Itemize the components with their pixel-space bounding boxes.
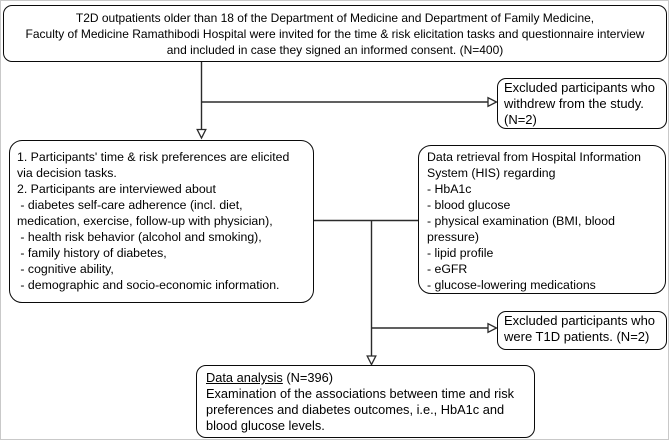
excluded-withdrew-box: Excluded participants who withdrew from … bbox=[497, 78, 667, 129]
data-analysis-heading: Data analysis (N=396) bbox=[206, 370, 526, 386]
data-analysis-text: Examination of the associations between … bbox=[206, 386, 515, 433]
excluded-t1d-box: Excluded participants who were T1D patie… bbox=[497, 311, 667, 350]
enrollment-box: T2D outpatients older than 18 of the Dep… bbox=[3, 5, 667, 62]
excluded-t1d-text: Excluded participants who were T1D patie… bbox=[504, 313, 656, 345]
excluded-withdrew-text: Excluded participants who withdrew from … bbox=[504, 80, 656, 128]
data-analysis-title: Data analysis bbox=[206, 370, 283, 385]
his-data-retrieval-box: Data retrieval from Hospital Information… bbox=[418, 145, 666, 294]
enrollment-text: T2D outpatients older than 18 of the Dep… bbox=[25, 11, 645, 57]
elicitation-interview-box: 1. Participants' time & risk preferences… bbox=[9, 140, 314, 303]
data-analysis-n-count: (N=396) bbox=[282, 370, 333, 385]
data-analysis-box: Data analysis (N=396) Examination of the… bbox=[196, 365, 535, 438]
arrow-to-excluded-t1d bbox=[371, 322, 498, 334]
his-data-retrieval-text: Data retrieval from Hospital Information… bbox=[427, 150, 641, 292]
arrow-enrollment-to-elicitation bbox=[196, 62, 207, 140]
elicitation-interview-text: 1. Participants' time & risk preferences… bbox=[17, 150, 290, 292]
arrow-enrollment-to-excluded-withdrew bbox=[201, 96, 498, 108]
arrow-to-data-analysis bbox=[366, 220, 377, 366]
